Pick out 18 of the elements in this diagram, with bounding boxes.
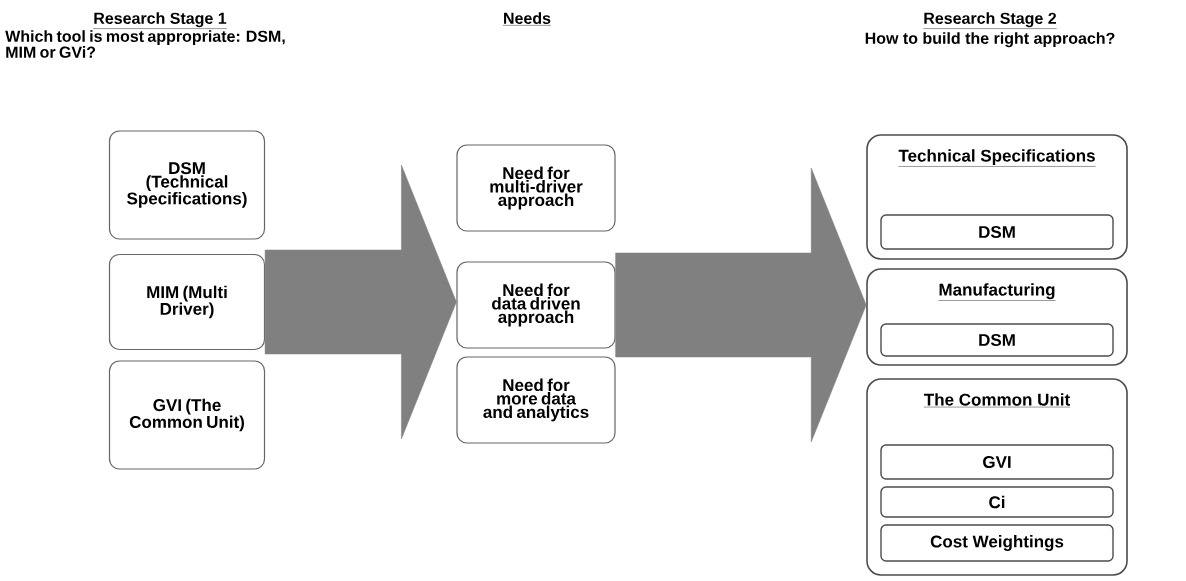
heading: Needs [502,12,552,26]
heading: Research Stage 2 [923,12,1057,29]
text-box: Need for multi-driver approach [456,144,616,232]
heading: Research Stage 1 [93,12,227,29]
block-arrow [615,167,867,443]
text-box: MIM (Multi Driver) [108,253,266,351]
text-box: DSM (Technical Specifications) [108,130,266,240]
item-box: Cost Weightings [880,524,1114,562]
text-box: Need for data driven approach [456,261,616,349]
item-box: DSM [880,323,1114,357]
question-text: Which tool is most appropriate: DSM, MIM or GVi? [5,30,285,58]
item-box: DSM [880,214,1114,250]
text-box: Need for more data and analytics [456,356,616,444]
item-box: GVI [880,444,1114,480]
text-box: GVI (The Common Unit) [108,360,266,470]
item-box: Ci [880,486,1114,518]
question-text: How to build the right approach? [865,32,1115,48]
block-arrow [264,164,457,440]
